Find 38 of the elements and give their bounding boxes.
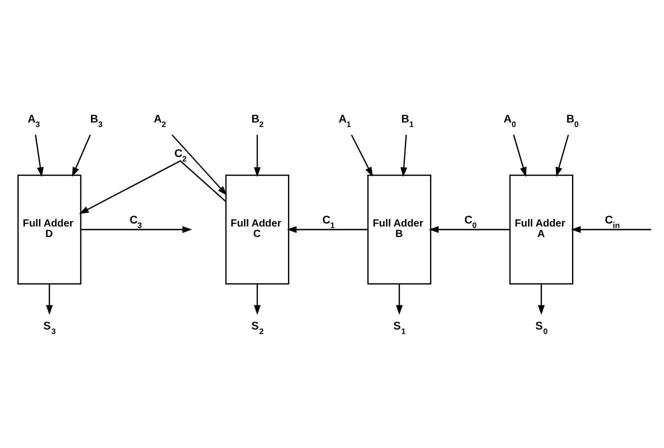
node-text: S$_{2}$ (251, 320, 264, 336)
arrow (513, 134, 527, 177)
node-box: Full Adder A (509, 174, 574, 285)
node-text: A$_{0}$ (504, 114, 516, 130)
arrow (538, 284, 545, 315)
edge-label: C$_{1}$ (322, 214, 335, 230)
node-box: Full Adder D (17, 174, 82, 285)
arrow (79, 160, 226, 214)
arrow (254, 284, 261, 315)
node-text: B$_{2}$ (251, 114, 264, 130)
arrow (571, 226, 652, 233)
node-text: S$_{0}$ (535, 320, 548, 336)
arrow (556, 134, 569, 177)
edge-label: C$_{2}$ (174, 148, 187, 164)
node-text: A$_{2}$ (154, 114, 166, 130)
node-text: B$_{0}$ (566, 114, 579, 130)
edge-label: C$_{in}$ (604, 214, 620, 230)
node-box: Full Adder C (225, 174, 290, 285)
arrow (286, 226, 368, 233)
node-text: S$_{1}$ (393, 320, 406, 336)
node-text: B$_{3}$ (90, 114, 103, 130)
edge-label: C$_{0}$ (464, 214, 477, 230)
arrow (80, 226, 192, 233)
arrow (400, 134, 408, 177)
arrow (428, 226, 510, 233)
arrow (396, 284, 403, 315)
arrow (172, 134, 228, 196)
edge-label: C$_{3}$ (130, 214, 142, 230)
arrow (254, 134, 261, 177)
arrow (350, 134, 373, 177)
arrow (46, 284, 53, 315)
node-box: Full Adder B (367, 174, 432, 285)
node-text: S$_{3}$ (43, 320, 56, 336)
arrow (72, 134, 91, 177)
node-text: A$_{3}$ (28, 114, 40, 130)
arrow (34, 134, 44, 177)
node-text: A$_{1}$ (338, 114, 351, 130)
node-text: B$_{1}$ (401, 114, 414, 130)
